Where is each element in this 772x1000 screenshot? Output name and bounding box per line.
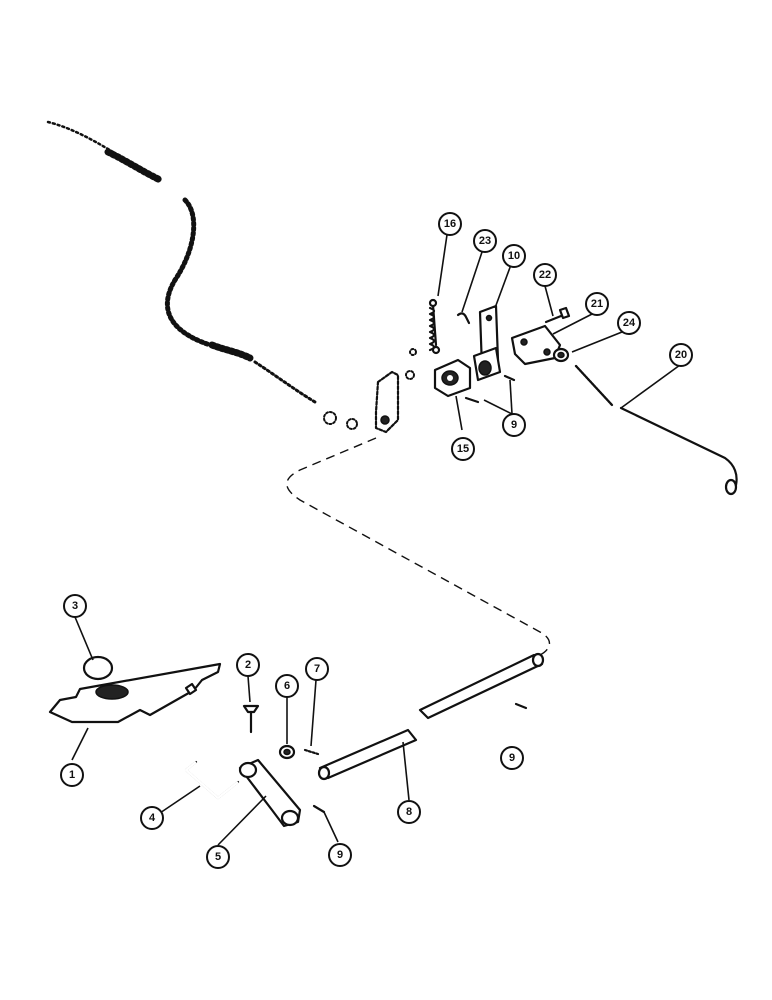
leader-lines (71, 227, 681, 846)
cable-bracket (374, 348, 417, 434)
callout-16: 16 (438, 212, 462, 236)
callout-21: 21 (585, 292, 609, 316)
callout-label: 9 (511, 419, 517, 431)
callout-label: 4 (149, 812, 156, 824)
callout-label: 20 (675, 349, 687, 361)
callout-2: 2 (236, 653, 260, 677)
callout-label: 8 (406, 806, 412, 818)
pin-part-7 (303, 748, 320, 756)
screw-part-2 (242, 704, 260, 734)
callout-label: 7 (314, 663, 320, 675)
callout-9-right: 9 (500, 746, 524, 770)
callout-3: 3 (63, 594, 87, 618)
callout-label: 22 (539, 269, 551, 281)
hidden-linkage-line (286, 437, 551, 656)
callout-label: 9 (337, 849, 343, 861)
callout-4: 4 (140, 806, 164, 830)
pin-part-9-right (514, 702, 528, 710)
callout-label: 1 (69, 769, 75, 781)
bolt-part-22 (544, 306, 571, 324)
callout-22: 22 (533, 263, 557, 287)
callout-20: 20 (669, 343, 693, 367)
cap-part-3 (82, 655, 114, 681)
callout-label: 21 (591, 298, 603, 310)
callout-9-lower: 9 (328, 843, 352, 867)
callout-7: 7 (305, 657, 329, 681)
callout-label: 23 (479, 235, 491, 247)
yoke-part-21 (510, 324, 562, 366)
throttle-cable (46, 120, 358, 430)
lever-hub-part-15 (433, 358, 472, 398)
callout-label: 24 (623, 317, 636, 329)
callout-5: 5 (206, 845, 230, 869)
pedal-plate-part-1 (48, 662, 222, 724)
link-part-5 (238, 758, 302, 828)
washer-part-6 (278, 744, 296, 760)
cotter-pin-part-23 (456, 312, 471, 325)
callout-8: 8 (397, 800, 421, 824)
rod-part-20 (574, 364, 738, 496)
callout-10: 10 (502, 244, 526, 268)
callout-1: 1 (60, 763, 84, 787)
pin-part-9-upper (464, 374, 516, 404)
nut-part-24 (552, 347, 570, 363)
callout-15: 15 (451, 437, 475, 461)
callout-24: 24 (617, 311, 641, 335)
callout-label: 10 (508, 250, 520, 262)
arm-part-10 (472, 304, 502, 382)
callout-label: 3 (72, 600, 78, 612)
bent-rod-part-4 (184, 760, 240, 800)
callout-label: 6 (284, 680, 290, 692)
callout-label: 9 (509, 752, 515, 764)
spring-part-16 (428, 298, 441, 355)
callout-label: 2 (245, 659, 251, 671)
callout-label: 16 (444, 218, 456, 230)
callout-23: 23 (473, 229, 497, 253)
shaft-part-8 (317, 652, 545, 781)
callout-9-upper: 9 (502, 413, 526, 437)
callout-label: 5 (215, 851, 221, 863)
pin-part-9-lower (312, 804, 326, 814)
callout-6: 6 (275, 674, 299, 698)
callout-label: 15 (457, 443, 469, 455)
